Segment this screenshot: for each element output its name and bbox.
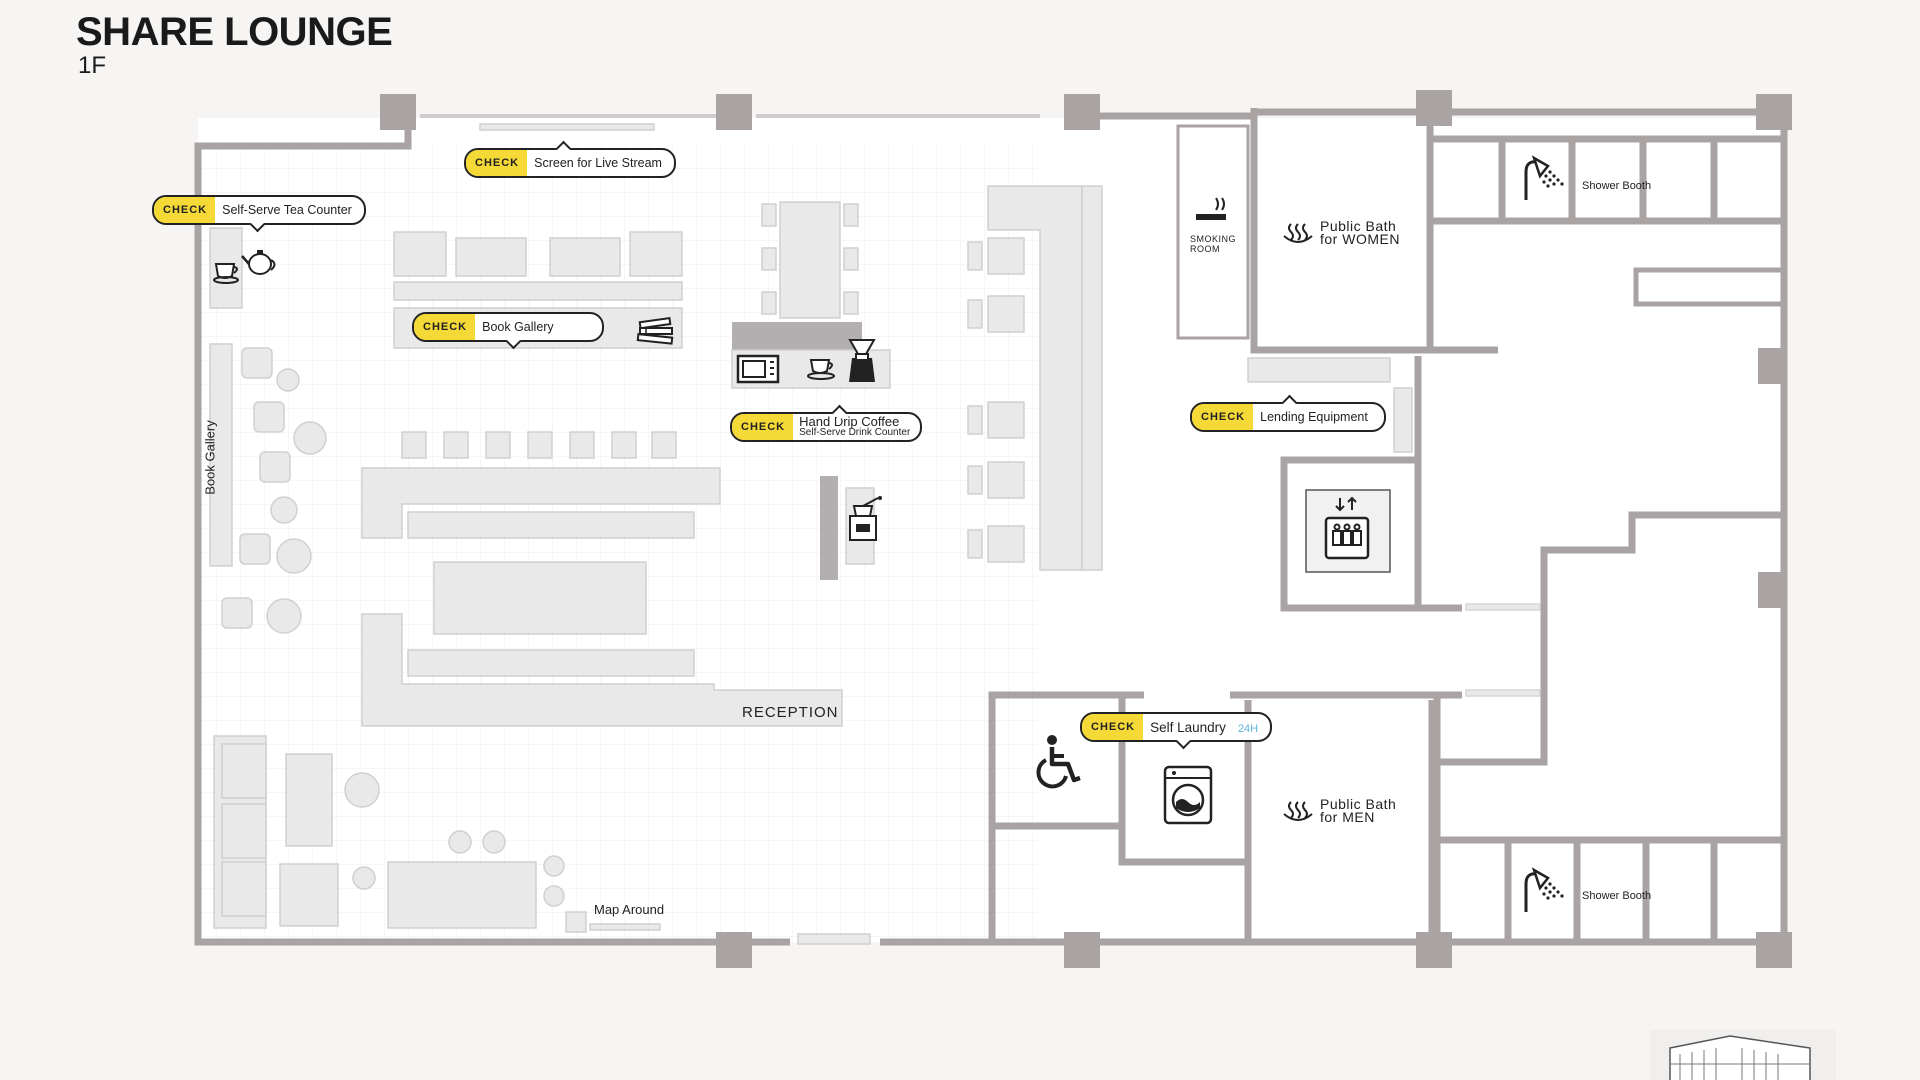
smoking-room-label: SMOKING ROOM bbox=[1190, 234, 1237, 254]
map-around-label: Map Around bbox=[594, 902, 665, 917]
callout-hand-drip-title: Hand Drip Coffee bbox=[799, 414, 900, 429]
check-badge: CHECK bbox=[732, 414, 794, 440]
microwave-icon bbox=[736, 354, 780, 384]
coffee-dripper-icon bbox=[848, 339, 876, 382]
furniture bbox=[209, 123, 1541, 945]
elevator-icon bbox=[1324, 496, 1370, 560]
callout-tea-counter-label: Self-Serve Tea Counter bbox=[222, 203, 352, 217]
books-icon bbox=[636, 316, 674, 345]
washing-machine-icon bbox=[1163, 765, 1213, 825]
coffee-grinder-icon bbox=[849, 496, 882, 541]
teapot-icon bbox=[241, 250, 276, 275]
callout-book-gallery[interactable]: CHECK Book Gallery bbox=[412, 312, 604, 350]
coffee-cup-icon bbox=[807, 359, 835, 380]
shower-icon bbox=[1524, 155, 1564, 200]
callout-lending-label: Lending Equipment bbox=[1260, 410, 1368, 424]
callout-tea-counter[interactable]: CHECK Self-Serve Tea Counter bbox=[152, 195, 366, 233]
callout-hand-drip[interactable]: CHECK Hand Drip Coffee Self-Serve Drink … bbox=[730, 404, 923, 442]
bath-women-label: Public Bath for WOMEN bbox=[1320, 218, 1400, 247]
walls bbox=[194, 108, 1788, 946]
check-badge: CHECK bbox=[1192, 404, 1254, 430]
building-illustration bbox=[1650, 1030, 1836, 1080]
teacup-icon bbox=[213, 263, 239, 284]
check-badge: CHECK bbox=[154, 197, 216, 223]
callout-book-gallery-label: Book Gallery bbox=[482, 320, 554, 334]
floor-label: 1F bbox=[78, 52, 107, 79]
wheelchair-icon bbox=[1036, 735, 1081, 789]
reception-label: RECEPTION bbox=[742, 704, 839, 721]
book-gallery-vertical-label: Book Gallery bbox=[202, 420, 218, 495]
floor-grid bbox=[198, 145, 1038, 942]
shower-icon bbox=[1524, 867, 1564, 912]
callout-laundry-hours: 24H bbox=[1237, 722, 1259, 735]
callout-hand-drip-subtitle: Self-Serve Drink Counter bbox=[799, 427, 911, 438]
bath-men-label: Public Bath for MEN bbox=[1320, 796, 1397, 825]
hot-spring-icon bbox=[1283, 223, 1313, 243]
callout-live-stream-label: Screen for Live Stream bbox=[534, 156, 662, 170]
check-badge: CHECK bbox=[1082, 714, 1144, 740]
hot-spring-icon bbox=[1283, 801, 1313, 821]
check-badge: CHECK bbox=[414, 314, 476, 340]
callout-laundry[interactable]: CHECK Self Laundry 24H bbox=[1080, 712, 1273, 750]
callout-laundry-label: Self Laundry bbox=[1150, 719, 1226, 735]
check-badge: CHECK bbox=[466, 150, 528, 176]
shower-booth-top-label: Shower Booth bbox=[1582, 180, 1652, 192]
callout-live-stream[interactable]: CHECK Screen for Live Stream bbox=[464, 140, 676, 178]
smoking-icon bbox=[1196, 197, 1226, 220]
shower-booth-bottom-label: Shower Booth bbox=[1582, 890, 1652, 902]
page-title: SHARE LOUNGE bbox=[76, 10, 393, 54]
callout-lending[interactable]: CHECK Lending Equipment bbox=[1190, 394, 1386, 432]
